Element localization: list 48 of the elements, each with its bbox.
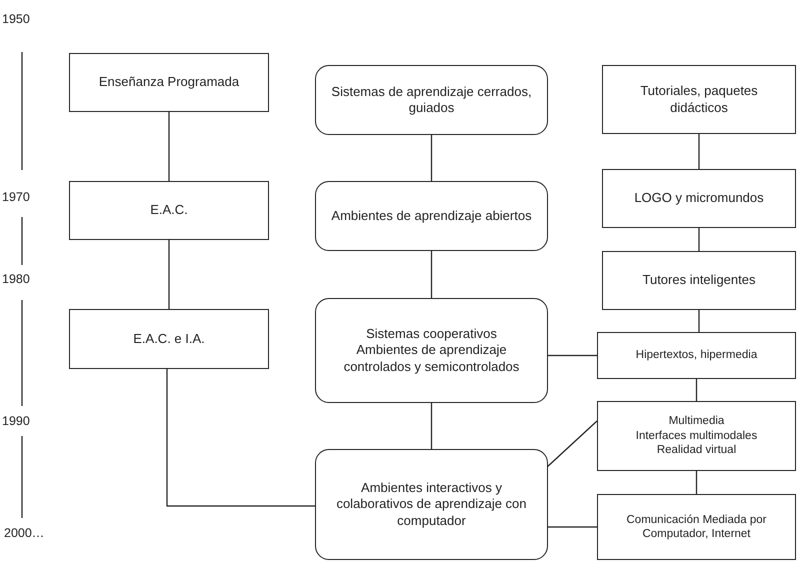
connector-line <box>168 240 170 309</box>
connector-line <box>698 134 700 169</box>
box-text: Comunicación Mediada por Computador, Internet <box>626 512 768 542</box>
box-text: Sistemas de aprendizaje cerrados, guiados <box>330 84 533 116</box>
year-label: 1980 <box>2 272 30 286</box>
year-label: 2000… <box>4 526 44 540</box>
year-label: 1970 <box>2 190 30 204</box>
box-text: Enseñanza Programada <box>98 74 240 91</box>
process-box <box>69 309 269 369</box>
connector-line <box>696 379 698 401</box>
connector-line <box>430 403 432 449</box>
box-text: E.A.C. <box>150 202 188 219</box>
process-box <box>597 494 796 560</box>
process-box <box>602 65 796 134</box>
box-text: Tutoriales, paquetes didácticos <box>639 83 759 116</box>
box-text: Ambientes de aprendizaje controlados y semicontrolados <box>342 342 520 375</box>
process-box <box>69 53 269 112</box>
connector-line <box>430 251 432 298</box>
box-text: Sistemas cooperativos <box>366 326 497 342</box>
rounded-box <box>315 449 548 560</box>
connector-line <box>430 135 432 181</box>
process-box <box>69 181 269 240</box>
year-label: 1990 <box>2 414 30 428</box>
process-box <box>602 251 796 310</box>
year-label: 1950 <box>2 12 30 26</box>
process-box <box>597 332 796 379</box>
connector-line <box>548 354 597 356</box>
process-box <box>602 169 796 228</box>
connector-line <box>166 369 315 507</box>
rounded-box <box>315 65 548 135</box>
box-text: LOGO y micromundos <box>634 190 764 207</box>
rounded-box <box>315 298 548 403</box>
box-text: Ambientes de aprendizaje abiertos <box>331 208 532 224</box>
connector-line <box>696 471 698 494</box>
process-box <box>597 401 796 471</box>
box-text: E.A.C. e I.A. <box>133 330 205 348</box>
connector-line <box>168 112 170 181</box>
box-text: Hipertextos, hipermedia <box>636 348 758 363</box>
box-text: Realidad virtual <box>656 443 736 458</box>
connector-line <box>548 526 597 528</box>
connector-line <box>546 420 598 468</box>
connector-line <box>698 310 700 332</box>
connector-line <box>698 228 700 251</box>
box-text: Interfaces multimodales <box>636 428 758 444</box>
box-text: Multimedia <box>668 414 724 429</box>
box-text: Ambientes interactivos y colaborativos de aprendizaje con computador <box>335 480 528 529</box>
box-text: Tutores inteligentes <box>642 272 756 289</box>
rounded-box <box>315 181 548 251</box>
